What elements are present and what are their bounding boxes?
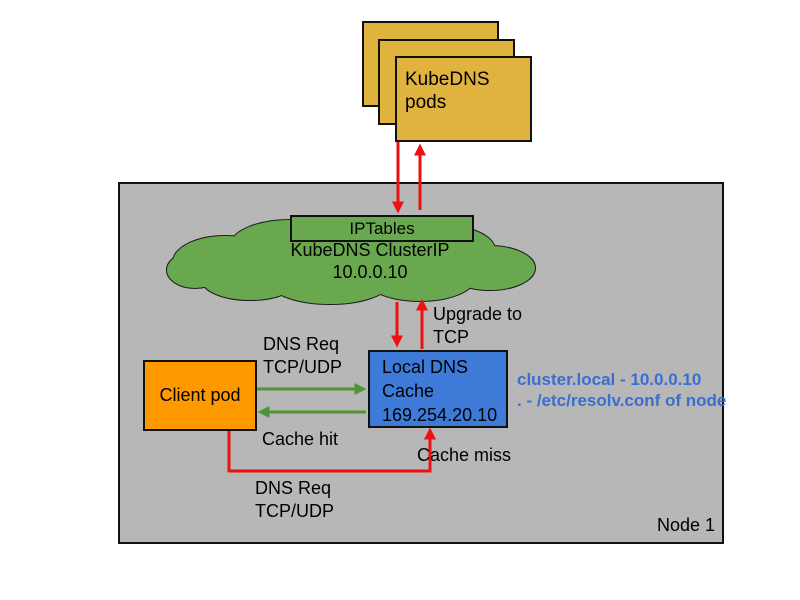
local-dns-cache-line1: Local DNS (382, 357, 469, 377)
resolv-conf-note: cluster.local - 10.0.0.10 . - /etc/resol… (517, 369, 726, 411)
cache-hit-label: Cache hit (262, 429, 339, 449)
client-pod-box: Client pod (143, 360, 257, 431)
local-dns-cache-box: Local DNS Cache 169.254.20.10 (368, 350, 508, 428)
node-1-label: Node 1 (656, 515, 715, 535)
dns-req-upper-label: DNS Req TCP/UDP (263, 334, 343, 377)
note-line-cluster-local: cluster.local - 10.0.0.10 (517, 370, 702, 389)
kubedns-pod-box-front (395, 56, 532, 142)
client-pod-label: Client pod (159, 385, 241, 405)
cache-miss-label: Cache miss (417, 445, 512, 465)
local-dns-cache-line2: Cache (382, 381, 435, 401)
note-line-resolv-conf: . - /etc/resolv.conf of node (517, 391, 727, 410)
iptables-label: IPTables (349, 218, 415, 238)
clusterip-cloud-label: KubeDNS ClusterIP 10.0.0.10 (255, 239, 485, 283)
clusterip-name: KubeDNS ClusterIP (290, 240, 450, 260)
local-dns-cache-address: 169.254.20.10 (382, 405, 498, 425)
iptables-box: IPTables (290, 215, 474, 242)
clusterip-address: 10.0.0.10 (332, 262, 408, 282)
upgrade-to-tcp-label: Upgrade to TCP (433, 304, 523, 347)
red-arrow-cache-miss-path (227, 427, 436, 473)
dns-req-lower-label: DNS Req TCP/UDP (255, 478, 335, 521)
kubedns-pods-label: KubeDNS pods (405, 69, 490, 113)
